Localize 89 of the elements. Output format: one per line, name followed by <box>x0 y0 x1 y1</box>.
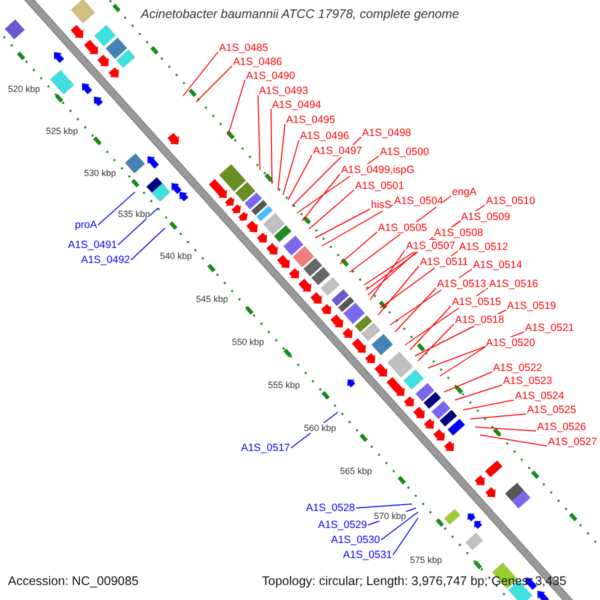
gene-label: A1S_0491 <box>68 239 117 251</box>
gene-label: A1S_0498 <box>362 127 412 139</box>
gene-label: A1S_0499,ispG <box>341 164 415 176</box>
leader-line <box>288 154 312 200</box>
position-label: 520 kbp <box>8 84 40 94</box>
gene-label: A1S_0528 <box>306 502 355 514</box>
leader-line <box>270 108 272 184</box>
gene-label: A1S_0527 <box>548 436 598 448</box>
gene-label: A1S_0531 <box>342 549 392 561</box>
leader-line <box>258 94 260 170</box>
gene-label: A1S_0518 <box>455 314 504 326</box>
gene-label: A1S_0501 <box>355 180 404 192</box>
gene-label: engA <box>452 186 477 198</box>
leader-line <box>454 384 502 400</box>
leader-line <box>314 208 370 238</box>
gene-label: A1S_0512 <box>459 241 508 253</box>
gene-label: A1S_0523 <box>503 375 552 387</box>
position-label: 525 kbp <box>46 126 78 136</box>
leader-line <box>470 414 526 420</box>
gene-label: A1S_0486 <box>233 56 282 68</box>
gene-label: A1S_0494 <box>272 99 322 111</box>
leader-line <box>378 266 420 316</box>
leader-line <box>182 52 218 96</box>
position-label: 570 kbp <box>374 511 406 521</box>
position-label: 550 kbp <box>232 337 264 347</box>
leader-line <box>370 250 406 300</box>
gene-label: A1S_0490 <box>246 70 296 82</box>
leader-line <box>98 192 136 226</box>
leader-line <box>444 372 492 392</box>
leader-line <box>228 80 246 136</box>
position-label: 560 kbp <box>304 423 336 433</box>
position-label: 535 kbp <box>118 209 150 219</box>
leader-line <box>394 288 436 332</box>
leader-line <box>392 518 418 556</box>
leader-line <box>418 324 454 362</box>
gene-label: A1S_0508 <box>434 227 484 239</box>
leader-line <box>356 504 412 508</box>
leader-line <box>308 190 354 230</box>
title: Acinetobacter baumannii ATCC 17978, complete genome <box>139 7 460 21</box>
gene-label: A1S_0519 <box>507 300 556 312</box>
gene-label: A1S_0505 <box>378 222 428 234</box>
leader-line <box>118 208 158 246</box>
position-label: 575 kbp <box>410 555 442 565</box>
gene-label: A1S_0496 <box>300 130 350 142</box>
gene-label: A1S_0526 <box>537 421 586 433</box>
gene-label: A1S_0493 <box>259 85 308 97</box>
gene-label: A1S_0504 <box>394 195 444 207</box>
gene-label: A1S_0513 <box>437 278 486 290</box>
leader-line <box>340 232 378 264</box>
footer-text: Accession: NC_009085 <box>8 574 139 588</box>
gene-label: A1S_0492 <box>80 254 130 266</box>
gene-label: proA <box>74 219 97 231</box>
gene-label: A1S_0509 <box>461 211 510 223</box>
gene-label: A1S_0530 <box>330 534 380 546</box>
position-label: 530 kbp <box>84 168 116 178</box>
gene-label: hisS <box>371 199 392 211</box>
gene-label: A1S_0515 <box>452 296 502 308</box>
leader-line <box>440 346 486 376</box>
gene-label: A1S_0529 <box>318 519 367 531</box>
leader-line <box>302 174 340 222</box>
gene-label: A1S_0522 <box>493 362 542 374</box>
position-label: 565 kbp <box>340 466 372 476</box>
leader-line <box>322 204 394 246</box>
gene-label: A1S_0524 <box>515 390 564 402</box>
position-label: 540 kbp <box>160 251 192 261</box>
leader-line <box>130 228 166 260</box>
leader-line <box>278 124 286 190</box>
leader-line <box>282 140 300 196</box>
gene-label: A1S_0507 <box>406 240 456 252</box>
gene-label: A1S_0497 <box>313 145 362 157</box>
gene-label: A1S_0516 <box>489 278 538 290</box>
leader-line <box>196 66 232 102</box>
leader-line <box>410 306 452 350</box>
leader-line <box>462 400 514 410</box>
gene-label: A1S_0517 <box>240 442 290 454</box>
gene-label: A1S_0500 <box>380 146 430 158</box>
leader-line <box>474 426 536 432</box>
gene-label: A1S_0514 <box>473 259 522 271</box>
gene-label: A1S_0520 <box>486 337 536 349</box>
position-label: 555 kbp <box>268 380 300 390</box>
leader-line <box>380 512 418 540</box>
gene-label: A1S_0525 <box>527 404 576 416</box>
gene-label: A1S_0485 <box>219 42 268 54</box>
leader-line <box>480 434 548 446</box>
gene-label: A1S_0510 <box>486 195 536 207</box>
gene-label: A1S_0511 <box>420 256 468 268</box>
gene-label: A1S_0495 <box>286 114 336 126</box>
position-label: 545 kbp <box>196 294 228 304</box>
gene-label: A1S_0521 <box>525 322 574 334</box>
